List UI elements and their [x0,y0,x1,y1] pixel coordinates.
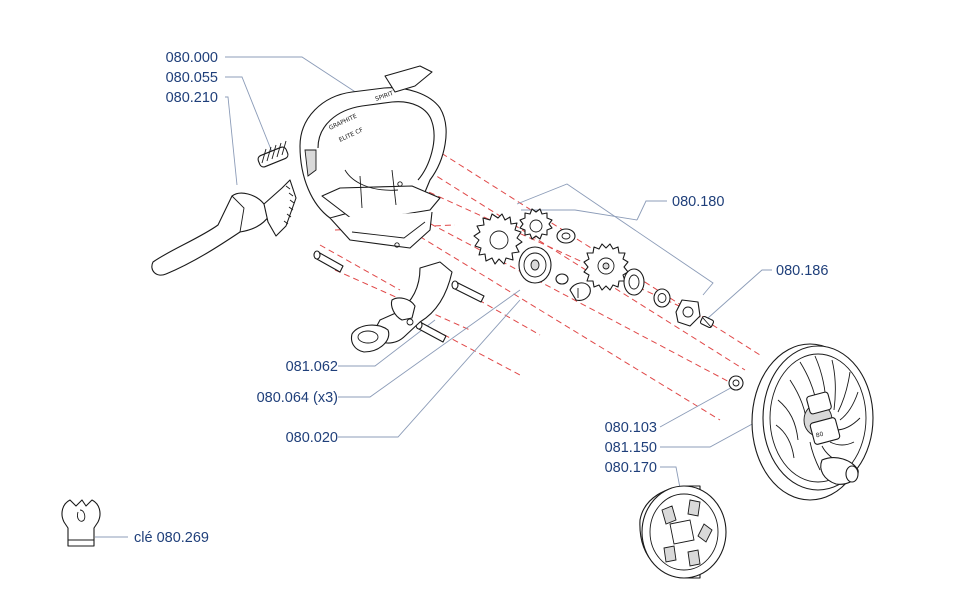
click-gear [583,243,629,291]
label-080-186: 080.186 [776,263,828,279]
label-080-020: 080.020 [286,430,338,446]
spring-080-055 [257,140,289,168]
pins-080-064 [313,250,485,343]
label-080-210: 080.210 [166,90,218,106]
svg-text:80: 80 [815,431,824,440]
label-080-180: 080.180 [672,194,724,210]
label-081-062: 081.062 [286,359,338,375]
leader-lines [95,56,801,538]
check-pawl-081-062 [350,261,453,353]
label-080-103: 080.103 [605,420,657,436]
label-080-170: 080.170 [605,460,657,476]
part-labels: 080.000 080.055 080.210 080.180 080.186 … [134,50,828,546]
label-cle-080-269: clé 080.269 [134,530,209,546]
washer-080-103 [728,375,744,391]
label-080-055: 080.055 [166,70,218,86]
label-080-000: 080.000 [166,50,218,66]
gear-assembly-080-180 [473,208,701,327]
frame-cage-080-000: GRAPHITE ELITE CF SPIRIT [299,65,447,249]
pawl-lever-080-210 [151,179,297,276]
drum-080-170 [639,485,727,579]
spool-081-150: 80 [751,343,874,501]
label-080-064: 080.064 (x3) [257,390,338,406]
label-081-150: 081.150 [605,440,657,456]
key-080-269 [61,499,101,547]
large-gear [473,213,523,265]
screw-080-186 [699,315,715,329]
small-gear-top [519,208,553,240]
ratchet-disc [518,246,552,284]
